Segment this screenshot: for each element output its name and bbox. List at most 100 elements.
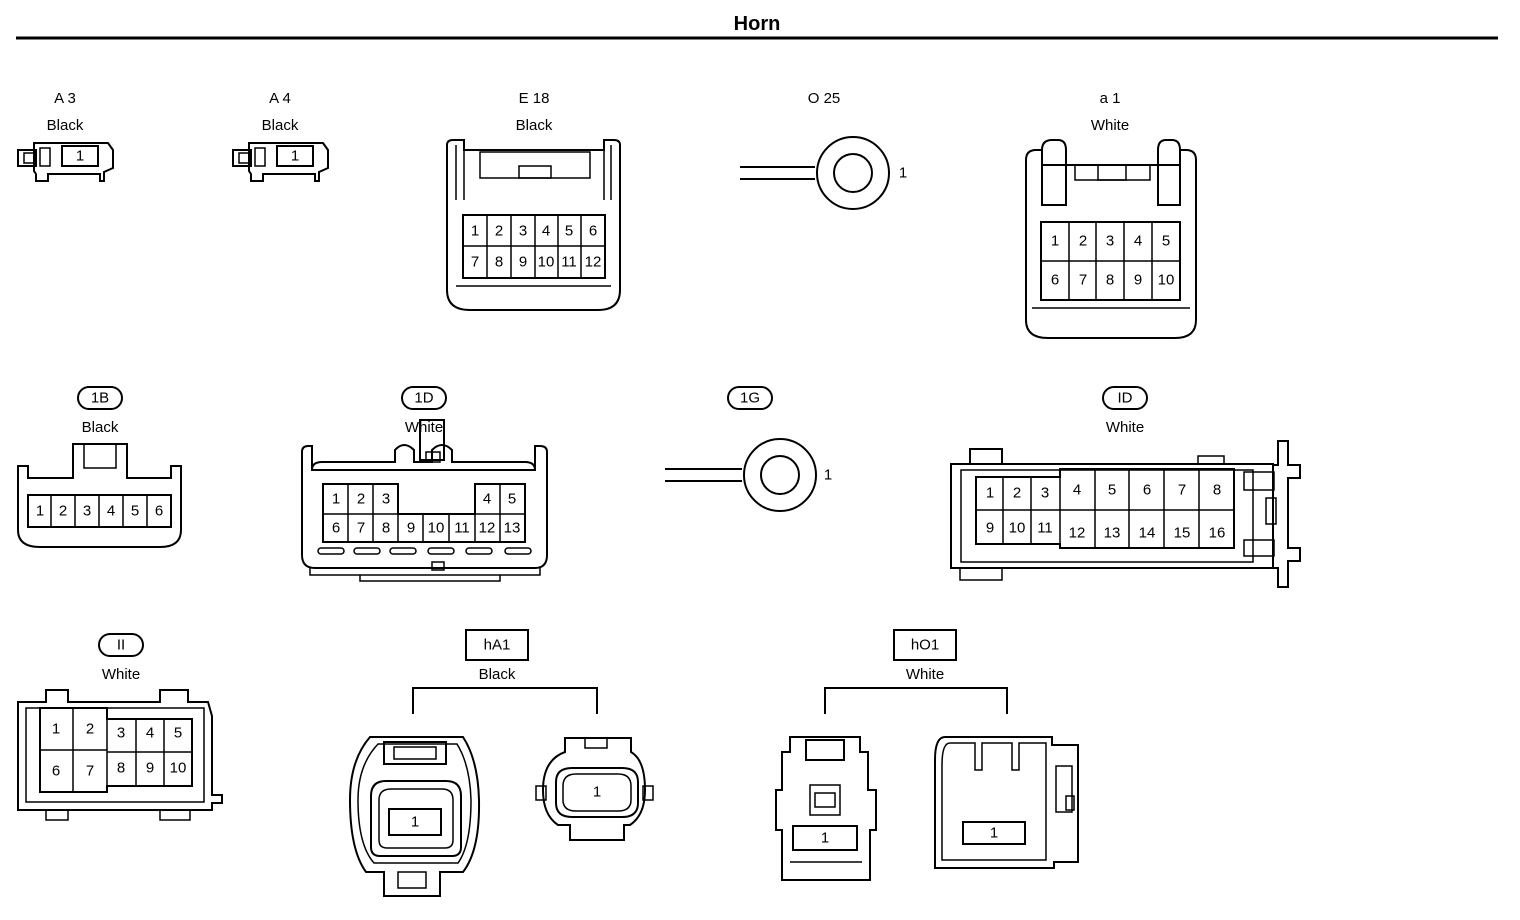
- pin-label: 7: [86, 763, 94, 780]
- connector-code-badge: [98, 633, 144, 657]
- connector-color: Black: [82, 419, 119, 436]
- connector-id-shape: [950, 440, 1301, 588]
- connector-ho1-left-shape: [775, 736, 877, 881]
- connector-o25: O 25 1: [740, 90, 907, 210]
- connector-e18: E 18 Black 1 2 3 4 5 6 7 8 9 10 11 12: [446, 90, 621, 311]
- pin-label: 1: [471, 223, 479, 240]
- pin-label: 3: [83, 503, 91, 520]
- pin-label: 6: [52, 763, 60, 780]
- connector-pair-bracket: [824, 687, 1008, 714]
- pin-label: 7: [357, 520, 365, 537]
- pin-label: 3: [1041, 485, 1049, 502]
- pin-label: 10: [538, 254, 555, 271]
- connector-code: A 4: [269, 90, 291, 107]
- pin-label: 16: [1209, 525, 1226, 542]
- connector-e18-shape: [446, 139, 621, 311]
- connector-code: ID: [1118, 390, 1133, 407]
- pin-label: 12: [585, 254, 602, 271]
- pin-label: 7: [1178, 482, 1186, 499]
- connector-id: ID White 1 2 3 4 5 6 7: [950, 386, 1301, 588]
- connector-code: E 18: [519, 90, 550, 107]
- connector-ha1-male-shape: [535, 737, 654, 841]
- pin-label: 8: [495, 254, 503, 271]
- pin-label: 6: [1143, 482, 1151, 499]
- connector-a3: A 3 Black 1: [17, 90, 114, 182]
- connector-color: White: [405, 419, 443, 436]
- connector-a4-shape: [232, 142, 329, 182]
- connector-code: O 25: [808, 90, 841, 107]
- pin-label: 9: [986, 520, 994, 537]
- pin-label: 6: [155, 503, 163, 520]
- pin-label: 12: [1069, 525, 1086, 542]
- connector-color: Black: [479, 666, 516, 683]
- pin-label: 7: [471, 254, 479, 271]
- pin-label: 4: [483, 491, 491, 508]
- connector-code-box: [893, 629, 957, 661]
- connector-color: White: [102, 666, 140, 683]
- connector-ii: II White 1 2 3 4 5 6 7 8 9 10: [17, 633, 223, 821]
- connector-1b-shape: [17, 443, 182, 548]
- pin-label: 10: [1009, 520, 1026, 537]
- connector-code: 1G: [740, 390, 760, 407]
- pin-label: 1: [76, 148, 84, 165]
- ring-terminal-shape: [665, 438, 817, 512]
- pin-label: 1: [52, 721, 60, 738]
- connector-pair-bracket: [412, 687, 598, 714]
- connector-1g: 1G 1: [665, 386, 832, 512]
- pin-label: 3: [519, 223, 527, 240]
- connector-color: Black: [516, 117, 553, 134]
- pin-label: 10: [428, 520, 445, 537]
- connector-code-badge: [1102, 386, 1148, 410]
- connector-code: hO1: [911, 637, 939, 654]
- pin-label: 1: [1051, 233, 1059, 250]
- connector-code: hA1: [484, 637, 511, 654]
- pin-label: 1: [824, 467, 832, 484]
- pin-label: 1: [332, 491, 340, 508]
- connector-1d-shape: [301, 419, 548, 582]
- pin-label: 1: [990, 825, 998, 842]
- page-title: Horn: [734, 13, 781, 35]
- connector-a1: a 1 White 1 2 3 4 5 6 7 8 9 10: [1025, 90, 1197, 339]
- connector-color: Black: [47, 117, 84, 134]
- pin-label: 4: [1073, 482, 1081, 499]
- pin-label: 7: [1079, 272, 1087, 289]
- pin-label: 5: [131, 503, 139, 520]
- pin-label: 4: [1134, 233, 1142, 250]
- pin-label: 11: [454, 520, 470, 537]
- connector-code-badge: [401, 386, 447, 410]
- ring-terminal-shape: [740, 136, 890, 210]
- pin-label: 13: [504, 520, 521, 537]
- pin-label: 2: [59, 503, 67, 520]
- pin-label: 5: [565, 223, 573, 240]
- pin-label: 2: [1013, 485, 1021, 502]
- pin-label: 11: [1037, 520, 1053, 537]
- connector-code: a 1: [1100, 90, 1121, 107]
- pin-label: 5: [508, 491, 516, 508]
- pin-label: 6: [1051, 272, 1059, 289]
- connector-a1-shape: [1025, 139, 1197, 339]
- pin-label: 6: [332, 520, 340, 537]
- connector-code-box: [465, 629, 529, 661]
- connector-color: Black: [262, 117, 299, 134]
- pin-label: 10: [170, 760, 187, 777]
- connector-code: A 3: [54, 90, 76, 107]
- pin-label: 2: [357, 491, 365, 508]
- connector-a4: A 4 Black 1: [232, 90, 329, 182]
- connector-code: 1B: [91, 390, 109, 407]
- pin-label: 15: [1174, 525, 1191, 542]
- pin-label: 3: [1106, 233, 1114, 250]
- connector-1b: 1B Black 1 2 3 4 5 6: [17, 386, 182, 548]
- pin-label: 5: [174, 725, 182, 742]
- connector-1d: 1D White 1 2 3 4: [301, 386, 548, 582]
- pin-label: 8: [382, 520, 390, 537]
- pin-label: 9: [407, 520, 415, 537]
- connector-color: White: [906, 666, 944, 683]
- pin-label: 6: [589, 223, 597, 240]
- pin-label: 1: [36, 503, 44, 520]
- pin-label: 9: [519, 254, 527, 271]
- connector-code-badge: [77, 386, 123, 410]
- pin-label: 1: [593, 784, 601, 801]
- pin-label: 11: [561, 254, 577, 271]
- connector-a3-shape: [17, 142, 114, 182]
